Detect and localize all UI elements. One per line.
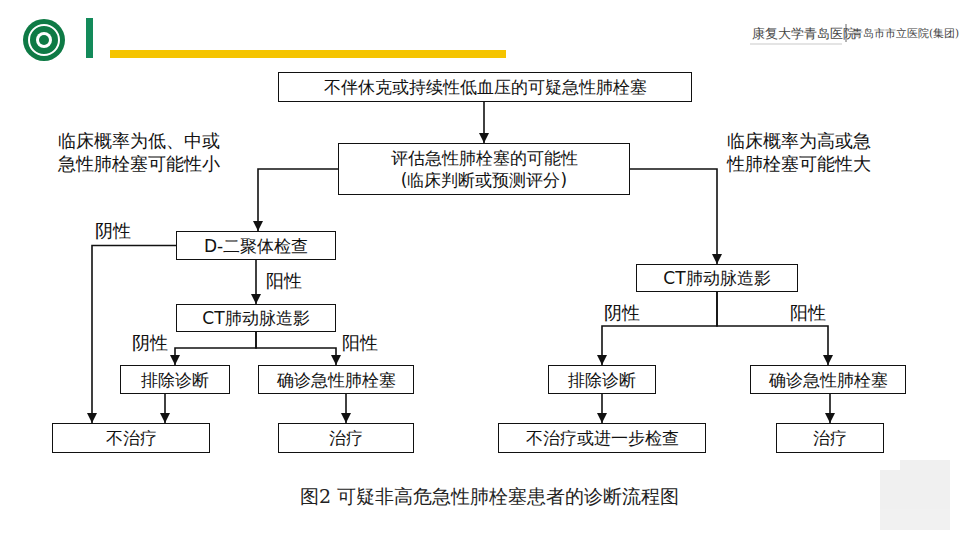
process-box: 不治疗 bbox=[52, 423, 210, 453]
box-text: 治疗 bbox=[809, 427, 851, 449]
logo-circle bbox=[23, 19, 65, 61]
process-box: CT肺动脉造影 bbox=[176, 304, 336, 332]
branch-label: 临床概率为低、中或 急性肺栓塞可能性小 bbox=[58, 129, 248, 175]
logo-ring bbox=[29, 25, 59, 55]
process-box: 治疗 bbox=[776, 423, 884, 453]
flow-arrow bbox=[630, 169, 717, 264]
box-text: 确诊急性肺栓塞 bbox=[765, 369, 892, 391]
process-box: D-二聚体检查 bbox=[176, 231, 336, 260]
building-watermark bbox=[880, 460, 950, 530]
branch-label: 临床概率为高或急 性肺栓塞可能性大 bbox=[727, 129, 899, 175]
process-box: 确诊急性肺栓塞 bbox=[750, 365, 906, 394]
logo-center bbox=[36, 32, 52, 48]
flow-arrow bbox=[255, 260, 257, 304]
title-bar bbox=[110, 50, 506, 58]
flow-arrow bbox=[602, 292, 717, 365]
branch-label: 阳性 bbox=[342, 331, 392, 354]
branch-label: 阴性 bbox=[132, 331, 182, 354]
branch-label: 阴性 bbox=[604, 301, 654, 324]
process-box: 评估急性肺栓塞的可能性 (临床判断或预测评分) bbox=[338, 143, 630, 195]
logo-dot bbox=[39, 35, 49, 45]
header-underline bbox=[750, 44, 842, 45]
box-text: 排除诊断 bbox=[137, 369, 213, 391]
box-text: 不治疗或进一步检查 bbox=[522, 427, 683, 449]
branch-label: 阳性 bbox=[266, 269, 316, 292]
process-box: 排除诊断 bbox=[120, 365, 230, 394]
flow-arrow bbox=[829, 394, 831, 423]
process-box: 不伴休克或持续性低血压的可疑急性肺栓塞 bbox=[278, 72, 692, 102]
process-box: 治疗 bbox=[278, 423, 414, 453]
flow-arrow bbox=[256, 332, 336, 365]
hospital-name: 青岛市市立医院(集团) bbox=[852, 27, 959, 41]
process-box: CT肺动脉造影 bbox=[636, 264, 798, 292]
box-text: 确诊急性肺栓塞 bbox=[273, 369, 400, 391]
branch-label: 阴性 bbox=[95, 219, 145, 242]
watermark-roof bbox=[900, 460, 950, 472]
process-box: 不治疗或进一步检查 bbox=[498, 423, 706, 453]
box-text: D-二聚体检查 bbox=[200, 235, 312, 257]
process-box: 排除诊断 bbox=[548, 365, 656, 394]
watermark-block bbox=[880, 470, 950, 530]
flow-arrow bbox=[164, 394, 166, 423]
flow-arrow bbox=[345, 394, 347, 423]
accent-bar bbox=[86, 18, 93, 58]
box-text: 评估急性肺栓塞的可能性 (临床判断或预测评分) bbox=[339, 147, 629, 191]
box-text: CT肺动脉造影 bbox=[198, 307, 313, 329]
box-text: CT肺动脉造影 bbox=[659, 267, 774, 289]
box-text: 不治疗 bbox=[102, 427, 161, 449]
flow-arrow bbox=[601, 394, 603, 423]
branch-label: 阳性 bbox=[790, 301, 840, 324]
box-text: 不伴休克或持续性低血压的可疑急性肺栓塞 bbox=[320, 76, 651, 98]
box-text: 治疗 bbox=[325, 427, 367, 449]
flow-arrow bbox=[258, 169, 338, 231]
figure-caption: 图2 可疑非高危急性肺栓塞患者的诊断流程图 bbox=[300, 484, 679, 510]
hospital-name: 康复大学青岛医院 bbox=[752, 25, 856, 43]
flow-arrow bbox=[175, 332, 256, 365]
box-text: 排除诊断 bbox=[564, 369, 640, 391]
process-box: 确诊急性肺栓塞 bbox=[258, 365, 414, 394]
flow-arrow bbox=[483, 102, 485, 143]
